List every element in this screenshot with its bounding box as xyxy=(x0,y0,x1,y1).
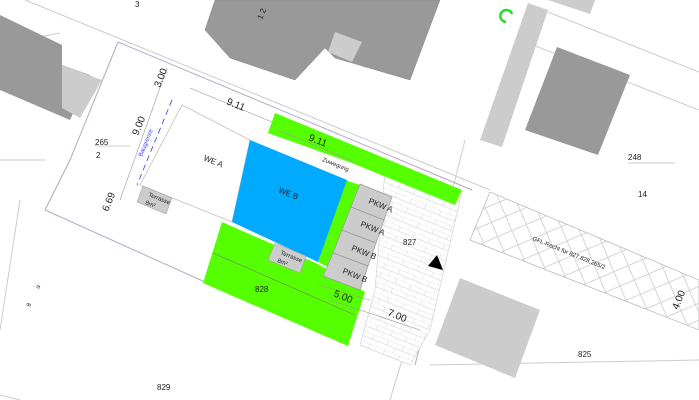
dimension-lines xyxy=(119,67,421,331)
sidewalk-strip xyxy=(480,3,548,147)
green-marker-icon xyxy=(499,8,514,24)
terrace xyxy=(267,242,307,274)
svg-text:2: 2 xyxy=(96,151,101,160)
terrace xyxy=(136,185,173,215)
svg-text:8m²: 8m² xyxy=(144,200,156,209)
svg-text:9.00: 9.00 xyxy=(131,115,149,138)
svg-text:825: 825 xyxy=(578,350,592,359)
building xyxy=(545,0,595,14)
svg-text:265: 265 xyxy=(95,138,109,147)
svg-text:6.69: 6.69 xyxy=(101,191,119,214)
svg-text:8m²: 8m² xyxy=(276,258,288,267)
svg-text:3: 3 xyxy=(135,0,140,9)
building-annex xyxy=(328,32,362,62)
building-annex xyxy=(62,65,102,118)
building xyxy=(525,47,630,155)
north-arrow-icon xyxy=(428,255,443,270)
svg-text:9.11: 9.11 xyxy=(225,97,247,114)
svg-text:828: 828 xyxy=(255,285,269,294)
svg-text:827: 827 xyxy=(403,238,417,247)
gfl-right-of-way xyxy=(469,191,699,331)
parking-spaces xyxy=(322,183,393,291)
svg-text:1 2: 1 2 xyxy=(256,7,269,21)
parking-space xyxy=(322,252,369,291)
svg-text:14: 14 xyxy=(638,190,647,199)
green-strip-side xyxy=(318,180,360,268)
green-strip-top xyxy=(268,113,462,205)
svg-text:248: 248 xyxy=(628,153,642,162)
building xyxy=(204,0,441,81)
baugrenze-line xyxy=(136,99,173,186)
svg-text:3.00: 3.00 xyxy=(153,67,171,90)
svg-text:829: 829 xyxy=(157,383,171,392)
svg-text:8: 8 xyxy=(26,302,33,308)
unit-we-b xyxy=(232,140,347,262)
svg-text:a: a xyxy=(35,284,42,290)
paved-area xyxy=(359,169,463,366)
building xyxy=(435,278,540,378)
